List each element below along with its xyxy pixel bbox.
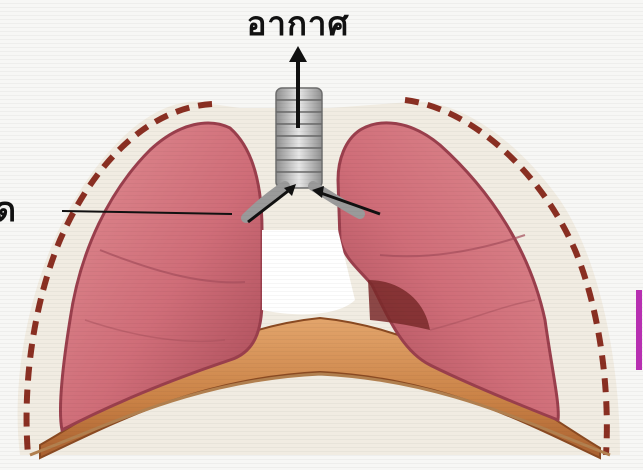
air-arrow-head [289, 46, 307, 62]
accent-bar [636, 290, 642, 370]
left-label-fragment: ด [0, 190, 34, 230]
air-label: อากาศ [218, 4, 378, 44]
mediastinum [262, 230, 355, 314]
